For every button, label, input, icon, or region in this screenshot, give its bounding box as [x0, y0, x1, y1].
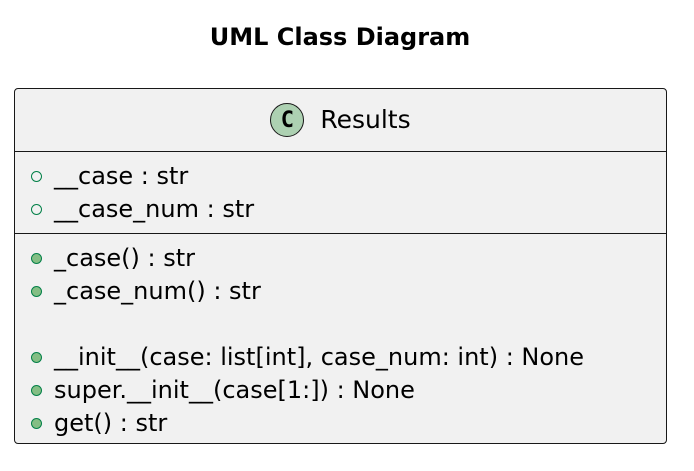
method-text: get() : str: [54, 409, 168, 437]
attribute-text: __case_num : str: [54, 195, 255, 223]
method-text: _case() : str: [54, 244, 196, 272]
class-header-content: C Results: [15, 103, 666, 137]
attribute-row: __case : str: [15, 160, 666, 193]
public-field-icon: [31, 171, 42, 182]
public-method-icon: [31, 352, 42, 363]
public-method-icon: [31, 418, 42, 429]
diagram-title: UML Class Diagram: [209, 23, 471, 51]
methods-compartment: _case() : str _case_num() : str __init__…: [15, 234, 666, 440]
method-row: _case_num() : str: [15, 275, 666, 308]
attribute-row: __case_num : str: [15, 193, 666, 226]
method-row: _case() : str: [15, 242, 666, 275]
class-box-results: C Results __case : str __case_num : str …: [14, 88, 667, 444]
public-field-icon: [31, 204, 42, 215]
method-text: __init__(case: list[int], case_num: int)…: [54, 343, 585, 371]
method-row: __init__(case: list[int], case_num: int)…: [15, 341, 666, 374]
method-text: super.__init__(case[1:]) : None: [54, 376, 415, 404]
method-text: _case_num() : str: [54, 277, 261, 305]
method-group-separator: [15, 308, 666, 341]
public-method-icon: [31, 253, 42, 264]
method-row: super.__init__(case[1:]) : None: [15, 374, 666, 407]
stereotype-letter: C: [280, 107, 294, 133]
class-stereotype-icon: C: [270, 103, 305, 137]
attribute-text: __case : str: [54, 162, 189, 190]
public-method-icon: [31, 286, 42, 297]
class-header: C Results: [15, 89, 666, 152]
attributes-compartment: __case : str __case_num : str: [15, 152, 666, 234]
method-row: get() : str: [15, 407, 666, 440]
class-name: Results: [320, 105, 411, 134]
public-method-icon: [31, 385, 42, 396]
